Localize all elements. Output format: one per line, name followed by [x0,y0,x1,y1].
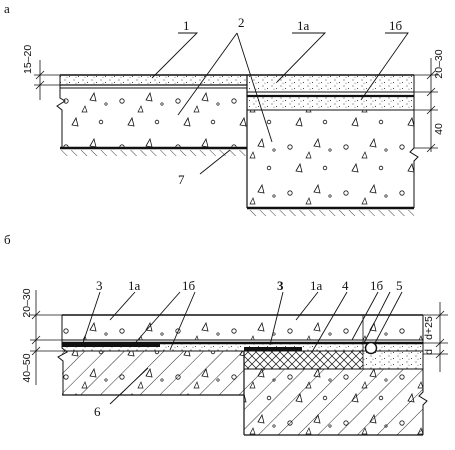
dimension-left-a [34,60,60,100]
callout-b-3-left: 3 [96,278,103,293]
dim-left-top-b: 20–30 [21,288,33,317]
dim-right-mid-a: 40 [433,123,445,135]
right-slab-a [246,74,419,210]
callout-b-6: 6 [94,404,101,419]
dimension-left-b [30,290,62,385]
dim-left-a: 15–20 [22,45,34,74]
dimension-right-a [414,58,438,153]
pipe-circle [364,341,378,355]
diagram-a: а [4,1,445,216]
callout-1a: 1а [297,18,310,33]
dim-right-top-b: d+25 [423,316,435,340]
slab-lines-b [57,314,428,436]
dim-right-d-b: d [423,349,435,355]
callout-b-5: 5 [396,278,403,293]
callout-1: 1 [183,18,190,33]
callout-b-4: 4 [342,278,349,293]
left-slab-a [56,74,247,150]
panel-label-b: б [4,232,11,247]
callout-7: 7 [178,172,185,187]
dim-left-mid-b: 40–50 [21,353,33,382]
callout-b-1b-right: 1б [370,278,384,293]
leaders-a [151,32,409,175]
dim-right-top-a: 20–30 [433,49,445,78]
callout-1b: 1б [389,18,403,33]
ground-right-a [247,210,414,216]
diagram-b: б [4,232,448,436]
ground-left-a [60,150,247,156]
panel-label-a: а [4,1,10,16]
callout-b-1a-left: 1а [128,278,141,293]
dimension-right-b [423,302,448,372]
callout-2: 2 [238,15,245,30]
callout-b-3-right: 3 [277,278,284,293]
callout-b-1b-left: 1б [182,278,196,293]
leaders-b [81,291,403,405]
callout-b-1a-right: 1а [310,278,323,293]
